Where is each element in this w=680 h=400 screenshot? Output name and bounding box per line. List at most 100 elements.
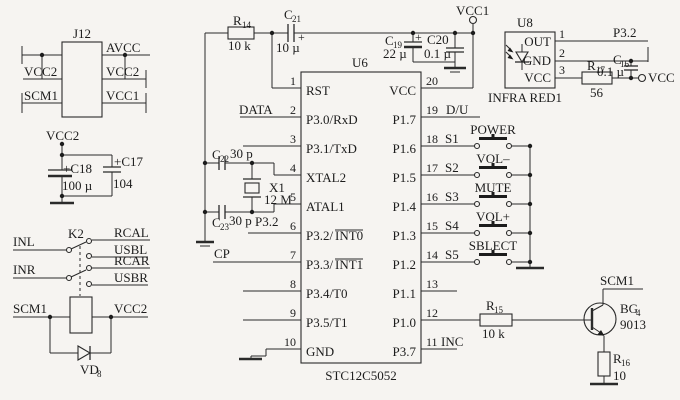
u6-pin16-name: P1.4 bbox=[393, 199, 417, 214]
driver-wires bbox=[421, 288, 643, 384]
c22-ref: C bbox=[212, 147, 221, 162]
junction-dot bbox=[59, 193, 65, 199]
c23-ref: C bbox=[212, 215, 221, 230]
u6-pin6-name: P3.2/ bbox=[306, 228, 333, 243]
r17-ref-sub: 17 bbox=[596, 65, 606, 75]
c18-label: +C18 bbox=[63, 161, 92, 176]
c17-value: 104 bbox=[113, 176, 133, 191]
u6-pin17-name: P1.5 bbox=[393, 170, 416, 185]
x1-ref: X1 bbox=[269, 180, 285, 195]
supply-decoupling: VCC1 C 19 + 22 µ C20 0.1 µ bbox=[383, 3, 489, 89]
crystal-circuit: C 22 30 p C 23 30 p X1 12 M bbox=[205, 146, 301, 232]
c23-ref-sub: 23 bbox=[220, 222, 230, 232]
usbr-label: USBR bbox=[114, 270, 148, 285]
u6-pin7-name: P3.3/ bbox=[306, 257, 333, 272]
photodiode-icon bbox=[505, 44, 529, 70]
r14-body bbox=[227, 26, 255, 40]
c23-value: 30 p bbox=[229, 213, 252, 228]
junction-dot bbox=[122, 52, 128, 58]
k2-ref: K2 bbox=[68, 226, 84, 241]
r16-body bbox=[597, 351, 611, 377]
u6-pin17-num: 17 bbox=[426, 161, 438, 175]
j12-ref: J12 bbox=[73, 26, 91, 41]
u6-pin7-num: 7 bbox=[290, 248, 296, 262]
c22-value: 30 p bbox=[230, 146, 253, 161]
c16-ref: C bbox=[613, 52, 622, 67]
supply-wires bbox=[412, 24, 474, 89]
u8-pin3-num: 3 bbox=[559, 63, 565, 77]
s3-function-label: MUTE bbox=[475, 180, 512, 195]
c18-value: 100 µ bbox=[62, 178, 93, 193]
k2-wires bbox=[13, 239, 150, 354]
r17-value: 56 bbox=[590, 85, 604, 100]
u6-pin2-num: 2 bbox=[290, 103, 296, 117]
s2-contact-right bbox=[505, 171, 513, 179]
u6-pin18-num: 18 bbox=[426, 132, 438, 146]
c21-ref-sub: 21 bbox=[292, 14, 301, 24]
j12-body bbox=[61, 41, 103, 118]
ir-receiver: U8 INFRA RED1 OUT GND VCC 1 2 3 P3.2 R 1… bbox=[488, 15, 675, 105]
x1-value: 12 M bbox=[264, 192, 292, 207]
s2-actuator bbox=[479, 166, 507, 169]
junction-dot bbox=[410, 30, 416, 36]
j12-avcc-label: AVCC bbox=[106, 40, 140, 55]
transistor-driver: R 15 10 k SCM1 BG 4 9013 R 16 10 bbox=[421, 273, 646, 386]
u6-pin8-name: P3.4/T0 bbox=[306, 286, 348, 301]
s1-contact-right bbox=[505, 142, 513, 150]
rcal-label: RCAL bbox=[114, 225, 149, 240]
c16-value: 0.1 µ bbox=[597, 64, 625, 79]
u6-pin9-name: P3.5/T1 bbox=[306, 315, 348, 330]
u6-pin13-num: 13 bbox=[426, 277, 438, 291]
s4-contact-right bbox=[505, 229, 513, 237]
ir-vcc-label: VCC bbox=[648, 70, 675, 85]
vcc1-label: VCC1 bbox=[456, 3, 489, 18]
u6-pin3-num: 3 bbox=[290, 132, 296, 146]
r16-ref-sub: 16 bbox=[621, 358, 631, 368]
s5-contact-right bbox=[505, 258, 513, 266]
junction-dot bbox=[628, 58, 634, 64]
xtal-wires bbox=[205, 162, 301, 213]
relay-coil bbox=[69, 296, 93, 334]
bg4-emitter-arrow bbox=[597, 330, 605, 336]
u6-pin14-name: P1.2 bbox=[393, 257, 416, 272]
c19-polarity: + bbox=[415, 30, 422, 44]
ir-p32-label: P3.2 bbox=[613, 25, 636, 40]
u6-body bbox=[300, 71, 422, 364]
s1-actuator bbox=[479, 137, 507, 140]
u6-pin13-name: P1.1 bbox=[393, 286, 416, 301]
u6-pin6-name-overline: INT0 bbox=[335, 228, 363, 243]
k2-contact-rcal bbox=[85, 237, 93, 245]
ir-ray-2-head bbox=[507, 54, 514, 60]
u6-pin6-num: 6 bbox=[290, 219, 296, 233]
filter-vcc2-label: VCC2 bbox=[46, 128, 79, 143]
c21-ref: C bbox=[284, 7, 293, 22]
u6-right-stubs bbox=[421, 116, 480, 350]
u6-pin15-num: 15 bbox=[426, 219, 438, 233]
junction-dot bbox=[527, 172, 533, 178]
junction-dot bbox=[628, 75, 634, 81]
j12-scm1-label: SCM1 bbox=[24, 88, 58, 103]
vd-ref: VD bbox=[80, 362, 99, 377]
u6-pin20-num: 20 bbox=[426, 74, 438, 88]
r16-value: 10 bbox=[613, 368, 626, 383]
u6-pin19-name: P1.7 bbox=[393, 112, 417, 127]
s5-actuator-stem bbox=[491, 250, 495, 253]
bg4-ref-sub: 4 bbox=[636, 308, 641, 318]
c22-ref-sub: 22 bbox=[220, 154, 229, 164]
ir-wires bbox=[555, 40, 649, 79]
s1-actuator-stem bbox=[491, 134, 495, 137]
vd-diode-triangle bbox=[77, 345, 92, 361]
r17-ref: R bbox=[587, 58, 596, 73]
u6-pin10-name: GND bbox=[306, 344, 334, 359]
u8-pin-vcc: VCC bbox=[524, 70, 551, 85]
s1-function-label: POWER bbox=[470, 122, 516, 137]
k2-contact-usbl bbox=[85, 252, 93, 260]
c19-ref-sub: 19 bbox=[393, 40, 403, 50]
s5-actuator bbox=[479, 253, 507, 256]
s5-contact-left bbox=[473, 258, 481, 266]
input-switch-k2: K2 INL INR RCAL USBL RCAR USBR SCM1 VCC2… bbox=[13, 225, 150, 379]
r15-value: 10 k bbox=[482, 326, 505, 341]
u6-pin12-name: P1.0 bbox=[393, 315, 416, 330]
s2-actuator-stem bbox=[491, 163, 495, 166]
